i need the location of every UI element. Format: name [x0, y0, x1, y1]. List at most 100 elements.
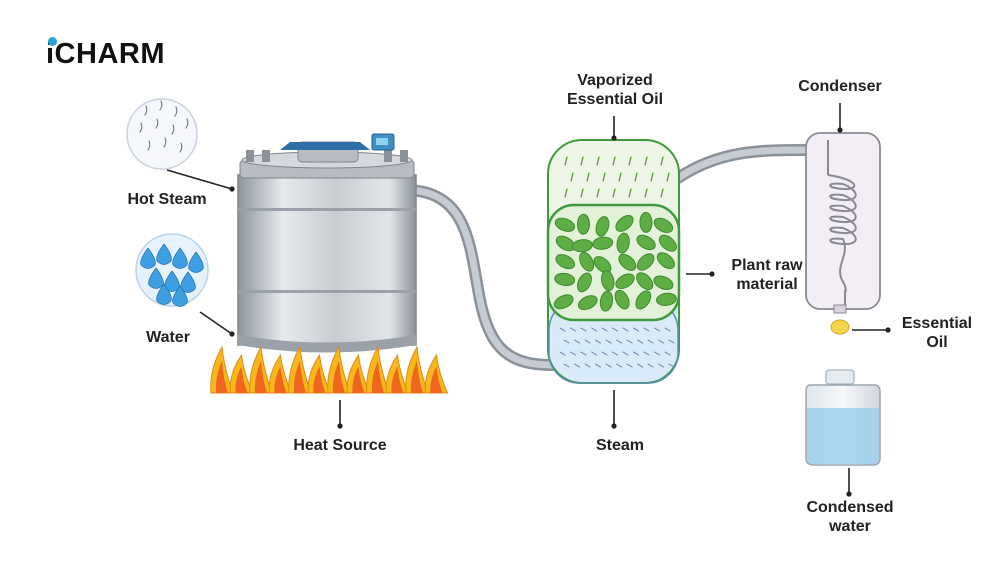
vapor-wisp — [644, 156, 648, 166]
flame-core — [254, 360, 267, 393]
leader-dot — [611, 135, 617, 141]
leaf — [555, 254, 576, 270]
steam-dash — [633, 351, 639, 356]
leaf — [635, 290, 652, 310]
leaf — [554, 217, 576, 232]
steam-wisp — [174, 106, 178, 117]
water-drop — [164, 270, 180, 292]
vapor-wisp — [570, 172, 574, 182]
steam-dash — [664, 327, 671, 332]
vapor-wisp — [628, 156, 632, 166]
steam-dash — [616, 363, 622, 368]
label-steam: Steam — [595, 437, 645, 454]
steam-dash — [668, 339, 675, 344]
vapor-wisp — [596, 156, 600, 166]
steam-wisp — [159, 100, 163, 111]
vapor-wisp — [618, 172, 622, 182]
steam-dash — [626, 339, 633, 344]
leader-dot — [611, 423, 617, 429]
leaf — [599, 290, 614, 312]
steam-wisp — [163, 137, 167, 148]
water-drop — [148, 267, 164, 289]
leaf — [618, 253, 637, 271]
vapor-wisp — [644, 188, 648, 198]
logo-dot-icon — [48, 37, 57, 46]
vapor-wisp — [580, 188, 584, 198]
brand-logo: iCHARM — [46, 38, 165, 71]
leaf — [653, 275, 674, 290]
leaf — [553, 294, 574, 310]
vapor-wisp — [602, 172, 606, 182]
steam-dash — [601, 351, 608, 356]
vapor-wisp — [660, 156, 664, 166]
steam-dash — [595, 363, 601, 368]
steam-dash — [584, 363, 591, 368]
vapor-wisp — [586, 172, 590, 182]
vapor-wisp — [666, 172, 670, 182]
leaf — [614, 289, 630, 310]
steam-wisp — [179, 142, 183, 153]
steam-wisp — [144, 105, 148, 116]
leaf — [653, 217, 674, 233]
leaf — [656, 252, 675, 270]
leader-line — [199, 311, 233, 335]
water-drop — [156, 283, 172, 305]
steam-dash — [580, 327, 587, 332]
flame-core — [430, 366, 443, 393]
label-water: Water — [146, 329, 190, 346]
leaf — [615, 215, 634, 232]
steam-dash — [559, 327, 566, 332]
steam-dash — [574, 339, 580, 344]
vapor-wisp — [628, 188, 632, 198]
steam-dash — [605, 339, 612, 344]
steam-dash — [563, 339, 570, 344]
steam-dash — [591, 351, 597, 356]
logo-text: iCHARM — [46, 38, 165, 70]
vapor-wisp — [580, 156, 584, 166]
vapor-wisp — [634, 172, 638, 182]
condenser — [805, 132, 881, 335]
leaf — [636, 253, 655, 271]
leaf — [636, 272, 654, 291]
leader-dot — [885, 327, 891, 333]
steam-dash — [643, 327, 650, 332]
label-condensed-water: Condensed water — [806, 499, 894, 535]
flame-core — [332, 360, 345, 393]
leaf — [595, 216, 610, 237]
steam-dash — [637, 339, 643, 344]
heat-source-flames — [210, 345, 449, 394]
water-drop — [188, 251, 204, 273]
leaf — [615, 273, 635, 289]
steam-dash — [563, 363, 570, 368]
leaf — [577, 295, 598, 311]
vapor-wisp — [596, 188, 600, 198]
steam-dash — [559, 351, 566, 356]
boiling-vessel — [237, 133, 417, 353]
water-circle — [135, 233, 209, 307]
steam-dash — [664, 351, 671, 356]
water-drop — [140, 247, 156, 269]
steam-dash — [601, 327, 608, 332]
water-drop — [180, 271, 196, 293]
leaf — [592, 236, 614, 250]
label-essential-oil: Essential Oil — [901, 315, 973, 351]
flame-core — [235, 366, 248, 393]
flame-core — [313, 366, 326, 393]
steam-dash — [626, 363, 633, 368]
steam-dash — [658, 339, 664, 344]
water-drop — [156, 243, 172, 265]
condensed-water-container — [805, 369, 881, 466]
leader-dot — [229, 331, 235, 337]
steam-dash — [612, 327, 618, 332]
steam-dash — [658, 363, 664, 368]
flame-core — [352, 366, 365, 393]
leaf — [579, 251, 595, 272]
flame-core — [410, 360, 423, 393]
leaf — [554, 272, 576, 287]
label-plant-raw-material: Plant raw material — [731, 257, 803, 293]
steam-dash — [654, 327, 660, 332]
steam-dash — [633, 327, 639, 332]
leader-dot — [709, 271, 715, 277]
steam-dash — [570, 351, 576, 356]
